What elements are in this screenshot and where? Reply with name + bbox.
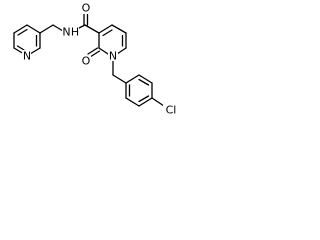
chlorophenyl-ring — [125, 74, 153, 107]
bond — [125, 74, 140, 84]
amide-nitrogen-symbol: N — [62, 26, 70, 39]
bond — [98, 24, 113, 34]
chemical-structure-diagram: N N H O O N Cl — [13, 2, 179, 117]
ring-oxygen-symbol: O — [82, 55, 91, 68]
bond — [138, 74, 153, 84]
bond — [102, 29, 113, 37]
bond — [125, 97, 140, 107]
bond — [151, 97, 165, 107]
bond — [138, 78, 150, 86]
amide-hydrogen-symbol: H — [71, 26, 79, 39]
bond — [112, 74, 127, 84]
bond — [138, 97, 153, 107]
atom-label-ring-nitrogen: N — [108, 50, 118, 63]
bond — [138, 95, 150, 103]
pyridine-nitrogen-symbol: N — [23, 50, 31, 63]
bond — [98, 47, 109, 55]
bond — [87, 47, 99, 55]
bond — [52, 24, 64, 32]
atom-label-amide-oxygen: O — [81, 2, 91, 15]
bond — [16, 45, 25, 51]
bond — [116, 47, 127, 55]
bond — [17, 28, 28, 36]
bond — [39, 24, 54, 34]
atom-label-pyridine-nitrogen: N — [22, 50, 31, 63]
ring-nitrogen-symbol: N — [109, 50, 117, 63]
amide-oxygen-symbol: O — [82, 2, 91, 15]
bond — [84, 24, 100, 34]
chlorine-symbol: Cl — [166, 104, 177, 117]
bond — [29, 47, 41, 55]
bond — [13, 24, 28, 34]
atom-label-ring-oxygen: O — [81, 55, 91, 68]
pyridinone-ring — [98, 24, 127, 55]
atom-label-amide-nh: N H — [62, 26, 79, 39]
bond — [111, 24, 127, 34]
atom-label-chlorine: Cl — [163, 104, 179, 117]
bond — [89, 50, 101, 58]
bond — [26, 24, 41, 34]
